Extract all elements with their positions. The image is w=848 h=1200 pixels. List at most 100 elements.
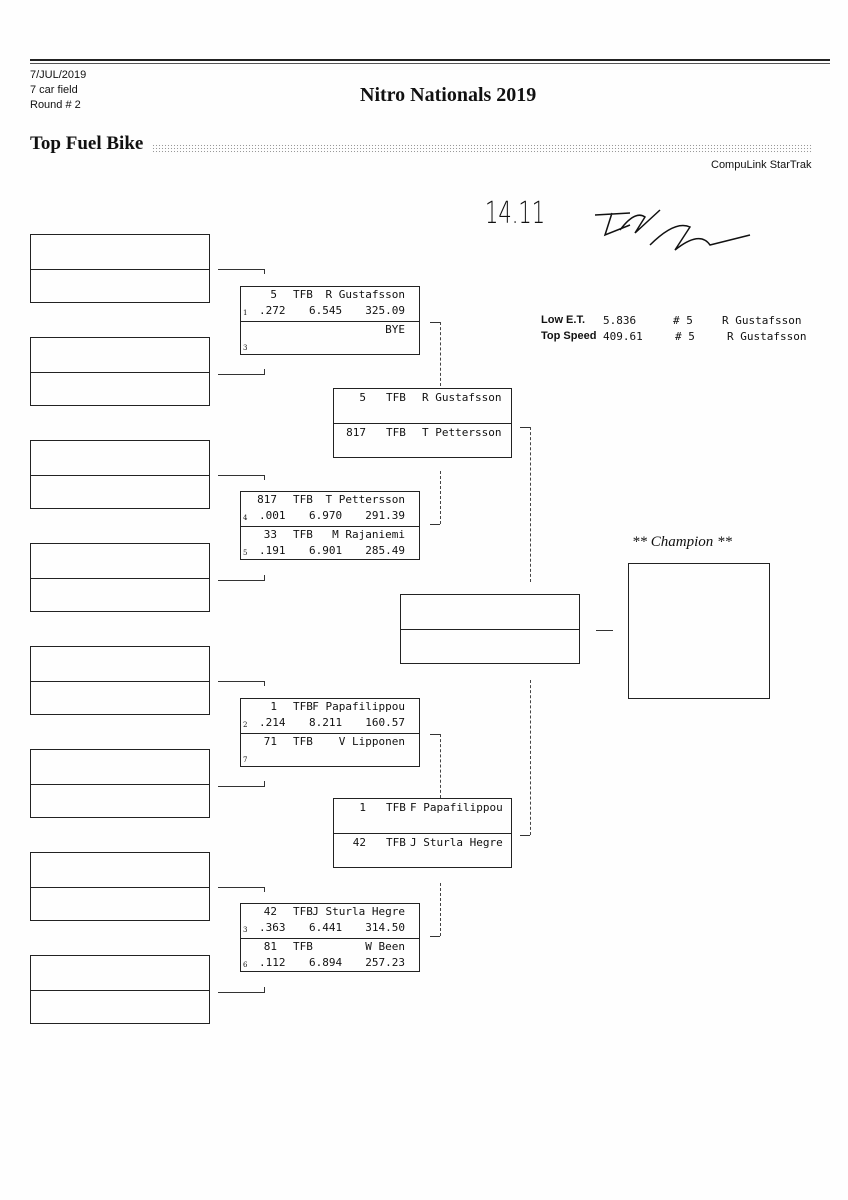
lane-number: 6 <box>243 960 248 969</box>
class-code: TFB <box>293 288 313 301</box>
event-date: 7/JUL/2019 <box>30 69 87 81</box>
round1-box <box>30 955 210 1024</box>
connector-line <box>218 269 265 270</box>
connector-line <box>520 835 530 836</box>
racer-name: M Rajaniemi <box>332 527 405 541</box>
entry-slot <box>31 338 209 372</box>
entry-slot <box>401 629 579 664</box>
dotted-rule <box>152 144 812 153</box>
connector-dash <box>440 322 441 386</box>
car-number: 42 <box>352 836 366 849</box>
software-name: CompuLink StarTrak <box>711 159 812 171</box>
car-number: 81 <box>263 939 277 953</box>
connector-dash <box>440 734 441 798</box>
stat-value: 5.836 <box>603 314 637 327</box>
connector-line <box>520 427 530 428</box>
racer-name: V Lipponen <box>338 734 405 748</box>
car-number: 1 <box>270 700 277 713</box>
car-number: 1 <box>359 801 366 814</box>
class-code: TFB <box>386 836 406 849</box>
entry-slot <box>31 268 209 304</box>
connector-tick <box>264 575 265 580</box>
car-number: 5 <box>270 288 277 301</box>
class-code: TFB <box>386 391 406 404</box>
class-code: TFB <box>386 801 406 814</box>
handwritten-note: 14.11 <box>485 196 546 231</box>
elapsed-time: 8.211 <box>309 716 343 729</box>
page-title: Nitro Nationals 2019 <box>360 84 537 106</box>
entry-slot <box>401 595 579 629</box>
lane-number: 7 <box>243 755 248 764</box>
racer-name: BYE <box>385 322 405 336</box>
car-number: 5 <box>359 391 366 404</box>
round1-box <box>30 440 210 509</box>
entry-slot <box>31 647 209 681</box>
connector-dash <box>530 680 531 835</box>
connector-line <box>218 374 265 375</box>
racer-name: T Pettersson <box>422 426 502 439</box>
round1-box <box>30 234 210 303</box>
car-number: 71 <box>263 734 277 748</box>
reaction-time: .112 <box>259 955 286 969</box>
entry-slot <box>31 956 209 990</box>
speed: 285.49 <box>365 543 405 557</box>
racer-name: W Been <box>365 939 405 953</box>
entry-slot <box>31 441 209 475</box>
reaction-time: .272 <box>259 304 286 317</box>
racer-name: J Sturla Hegre <box>410 836 503 849</box>
entry-slot <box>31 371 209 407</box>
round1-box <box>30 337 210 406</box>
connector-tick <box>264 887 265 892</box>
top-rule-thin <box>30 63 830 64</box>
entry-bottom: 42 TFB J Sturla Hegre <box>334 833 511 868</box>
connector-line <box>218 475 265 476</box>
stat-label: Low E.T. <box>541 314 585 326</box>
class-code: TFB <box>293 493 313 506</box>
stat-value: 409.61 <box>603 330 643 343</box>
connector-dash <box>440 471 441 524</box>
car-number: 817 <box>257 493 277 506</box>
champion-box <box>628 563 770 699</box>
connector-dash <box>530 427 531 582</box>
car-number: 42 <box>263 905 277 918</box>
racer-name: R Gustafsson <box>325 288 405 301</box>
entry-slot <box>31 886 209 922</box>
class-code: TFB <box>293 700 313 713</box>
connector-line <box>596 630 613 631</box>
class-code: TFB <box>293 939 313 953</box>
connector-tick <box>264 681 265 686</box>
entry-slot <box>31 750 209 784</box>
class-code: TFB <box>293 734 313 748</box>
connector-line <box>430 936 440 937</box>
connector-dash <box>440 883 441 936</box>
round1-box <box>30 646 210 715</box>
connector-line <box>218 580 265 581</box>
champion-label: ** Champion ** <box>632 534 733 550</box>
event-info: 7/JUL/2019 7 car field Round # 2 <box>30 68 86 113</box>
class-title: Top Fuel Bike <box>30 133 144 154</box>
car-number: 817 <box>346 426 366 439</box>
connector-line <box>430 524 440 525</box>
racer-name: J Sturla Hegre <box>312 905 405 918</box>
elapsed-time: 6.970 <box>309 509 343 522</box>
entry-slot <box>31 783 209 819</box>
lane-number: 1 <box>243 309 248 317</box>
class-code: TFB <box>386 426 406 439</box>
connector-line <box>430 734 440 735</box>
entry-slot <box>31 853 209 887</box>
round-number: Round # 2 <box>30 99 81 111</box>
lane-number: 3 <box>243 343 248 352</box>
stat-car: # 5 <box>673 314 693 327</box>
stat-name: R Gustafsson <box>727 330 807 343</box>
connector-line <box>218 786 265 787</box>
entry-slot <box>31 544 209 578</box>
